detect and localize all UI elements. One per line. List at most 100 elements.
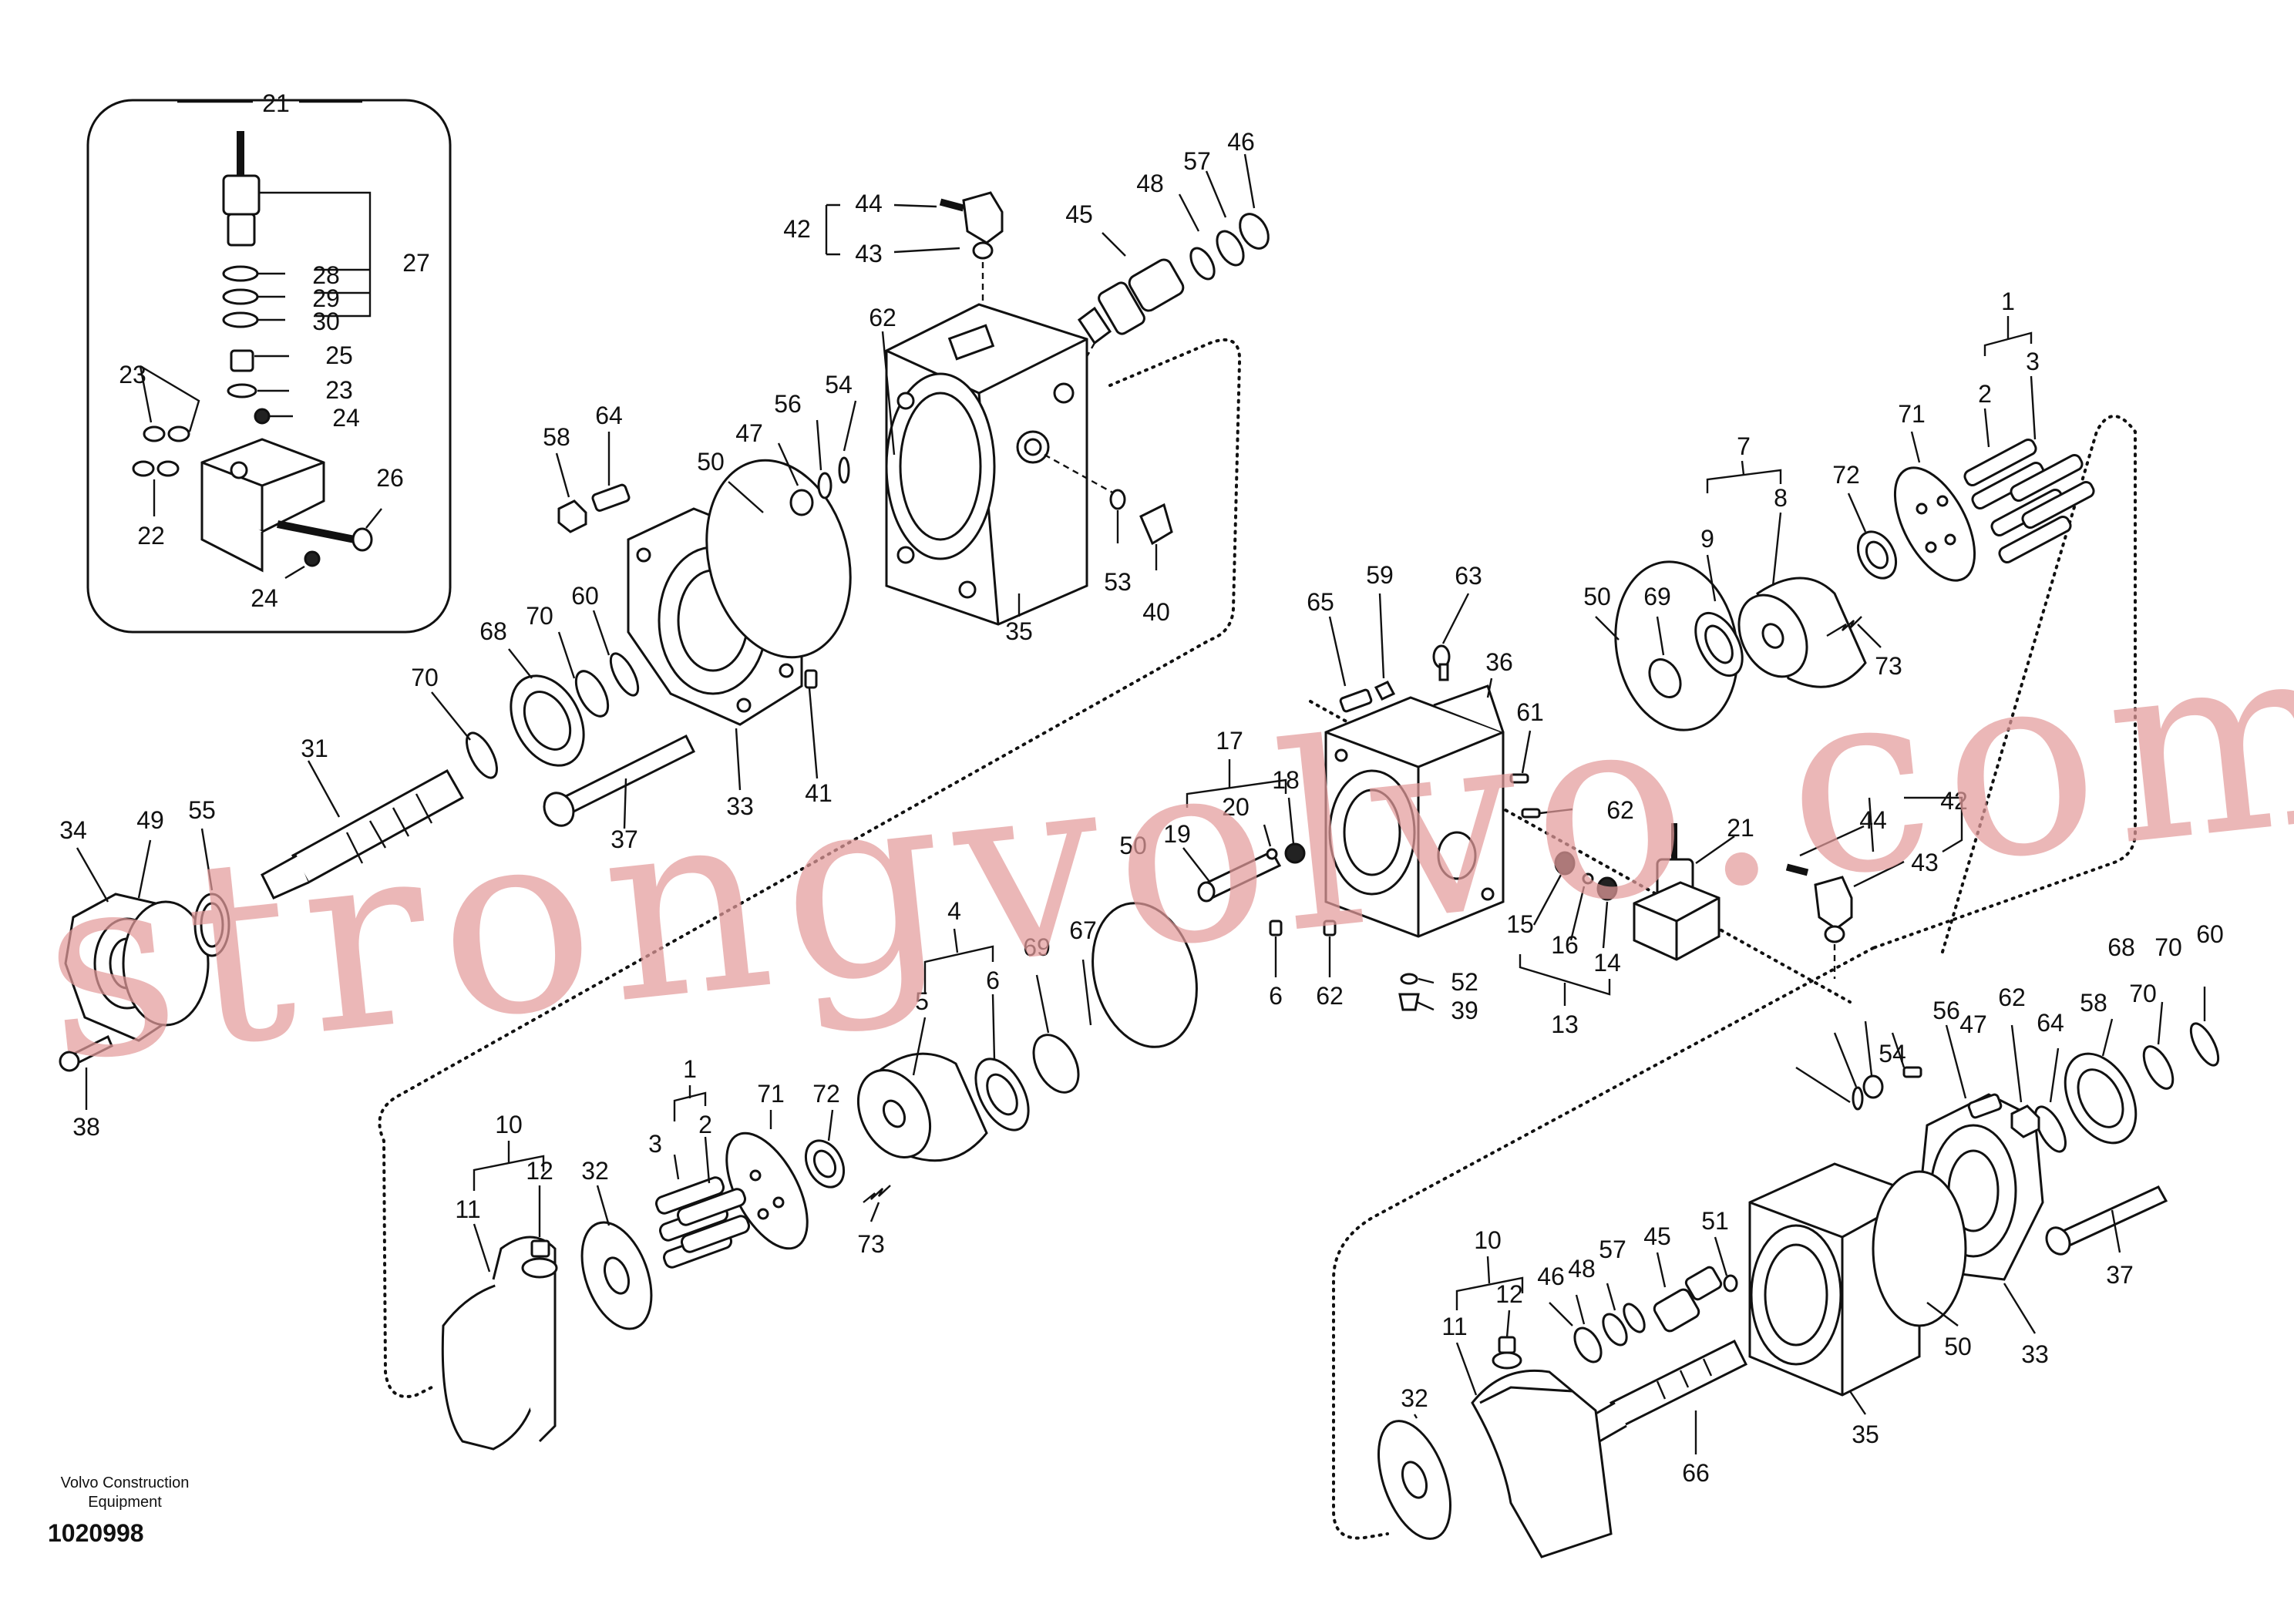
- callout-60-bottom: 60: [2196, 920, 2224, 948]
- callout-9: 9: [1700, 525, 1714, 553]
- servo-piston-group: 17 18 19 20: [1163, 727, 1306, 903]
- callout-40: 40: [1142, 598, 1170, 626]
- company-name-line2: Equipment: [88, 1494, 162, 1511]
- callout-58-bottom: 58: [2080, 989, 2107, 1017]
- callout-31: 31: [301, 735, 328, 762]
- callout-46-top: 46: [1227, 128, 1255, 156]
- callout-25: 25: [325, 341, 353, 369]
- callout-38: 38: [72, 1113, 100, 1141]
- callout-49: 49: [136, 806, 164, 834]
- callout-57-bottom: 57: [1599, 1236, 1626, 1263]
- callout-61: 61: [1516, 698, 1544, 726]
- center-port-block: 65 59 63 36 61 62 6 62 52 39: [1269, 561, 1634, 1024]
- callout-15: 15: [1506, 910, 1534, 938]
- piston-set-top: [1963, 439, 2095, 563]
- callout-4: 4: [947, 897, 961, 925]
- front-cover-group: 34 49 55 38: [59, 796, 230, 1141]
- callout-28: 28: [312, 261, 340, 289]
- callout-45-bottom: 45: [1643, 1222, 1671, 1250]
- callout-46-bottom: 46: [1537, 1263, 1565, 1290]
- callout-1-lower: 1: [683, 1055, 697, 1083]
- callout-72-top: 72: [1832, 461, 1860, 489]
- callout-21-inset: 21: [262, 89, 290, 117]
- callout-70-top-b: 70: [526, 602, 553, 630]
- callout-50-top: 50: [697, 448, 725, 476]
- callout-56-bottom: 56: [1932, 997, 1960, 1024]
- callout-52: 52: [1451, 968, 1478, 996]
- callout-22: 22: [137, 522, 165, 550]
- callout-6-mid: 6: [1269, 982, 1283, 1010]
- callout-32-left: 32: [581, 1157, 609, 1185]
- callout-1-top: 1: [2001, 287, 2015, 315]
- callout-7: 7: [1737, 432, 1751, 460]
- callout-51: 51: [1701, 1207, 1729, 1235]
- drawing-footer: Volvo Construction Equipment 1020998: [48, 1474, 189, 1547]
- callout-19: 19: [1163, 820, 1191, 848]
- callout-12-left: 12: [526, 1157, 553, 1185]
- callout-57-top: 57: [1183, 147, 1211, 175]
- flange-seal-group-top: 50 47 56 54 33 41: [627, 371, 857, 820]
- callout-14: 14: [1593, 949, 1621, 977]
- callout-72-lower: 72: [812, 1080, 840, 1108]
- callout-62-mid-b: 62: [1316, 982, 1344, 1010]
- callout-34: 34: [59, 816, 87, 844]
- pump-housing-top: 35 53 40 62: [869, 303, 1173, 645]
- callout-47-top: 47: [735, 419, 763, 447]
- callout-41: 41: [805, 779, 832, 807]
- rotary-group-upper-right: 1 2 3 7 8 9 69 50 72 71 73: [1583, 287, 2095, 731]
- callout-2-top: 2: [1978, 380, 1992, 408]
- callout-54-bottom: 54: [1879, 1040, 1906, 1068]
- callout-29: 29: [312, 284, 340, 312]
- callout-5: 5: [915, 987, 929, 1015]
- callout-2-lower: 2: [698, 1111, 712, 1138]
- callout-63: 63: [1455, 562, 1482, 590]
- callout-23-inset-left: 23: [119, 361, 146, 388]
- callout-8: 8: [1774, 484, 1788, 512]
- rear-pump-assembly: 56 62 47 54 64 58 70 68 70 60 37 33 50 3…: [1377, 920, 2224, 1558]
- callout-39: 39: [1451, 997, 1478, 1024]
- callout-64-bottom: 64: [2037, 1009, 2064, 1037]
- callout-6-lower: 6: [986, 967, 1000, 994]
- callout-24-inset-upper: 24: [332, 404, 360, 432]
- callout-44-top: 44: [855, 190, 883, 217]
- inset-solenoid-valve-group: 21 28: [86, 89, 452, 634]
- callout-50-mid-right: 50: [1583, 583, 1611, 610]
- callout-48-top: 48: [1136, 170, 1164, 197]
- callout-48-bottom: 48: [1568, 1255, 1596, 1283]
- callout-70-bottom: 70: [2129, 980, 2157, 1007]
- callout-18: 18: [1272, 766, 1300, 794]
- fitting-group-right: 42 44 43: [1785, 787, 1968, 979]
- callout-53: 53: [1104, 568, 1132, 596]
- callout-60-top: 60: [571, 582, 599, 610]
- callout-55: 55: [188, 796, 216, 824]
- callout-65: 65: [1307, 588, 1334, 616]
- callout-3-top: 3: [2026, 348, 2040, 375]
- callout-44-right: 44: [1859, 806, 1887, 834]
- callout-71-top: 71: [1898, 400, 1926, 428]
- callout-32-bottom: 32: [1401, 1384, 1428, 1412]
- callout-11-bottom: 11: [1441, 1313, 1467, 1340]
- callout-35-bottom: 35: [1852, 1421, 1879, 1448]
- callout-35-top: 35: [1005, 617, 1033, 645]
- callout-33-bottom: 33: [2021, 1340, 2049, 1368]
- top-fitting-group: 42 44 43 45 48 57 46: [783, 128, 1270, 371]
- callout-59: 59: [1366, 561, 1394, 589]
- callout-68-bottom: 68: [2107, 933, 2135, 961]
- callout-62-mid: 62: [1606, 796, 1634, 824]
- callout-27: 27: [402, 249, 430, 277]
- callout-45-top: 45: [1065, 200, 1093, 228]
- callout-70-top: 70: [411, 664, 439, 691]
- callout-43-right: 43: [1911, 849, 1939, 876]
- nut-stud-top: 58 64: [543, 402, 631, 533]
- callout-50-lower: 50: [1119, 832, 1147, 859]
- callout-20: 20: [1222, 793, 1250, 821]
- callout-67: 67: [1069, 916, 1097, 944]
- callout-23-inset-right: 23: [325, 376, 353, 404]
- callout-21-mid: 21: [1727, 814, 1754, 842]
- callout-71-lower: 71: [757, 1080, 785, 1108]
- callout-11-left: 11: [455, 1195, 480, 1223]
- callout-17: 17: [1216, 727, 1243, 755]
- callout-50-bottom: 50: [1944, 1333, 1972, 1360]
